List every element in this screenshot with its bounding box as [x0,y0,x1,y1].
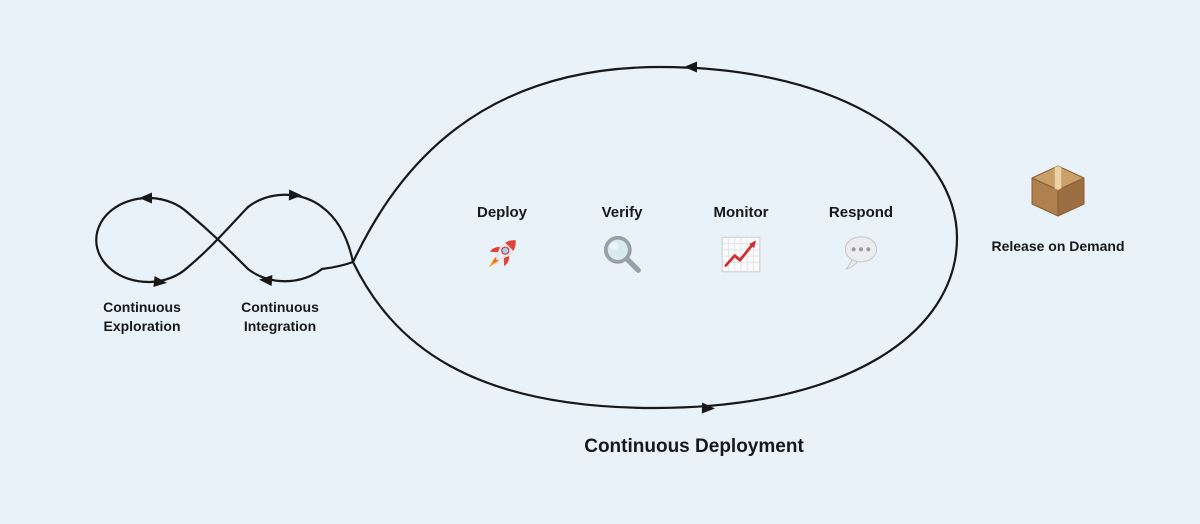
release-on-demand: Release on Demand [983,156,1133,256]
arrowhead-deployment-top [684,61,697,73]
step-respond-label: Respond [828,204,894,221]
step-monitor: Monitor [671,204,811,282]
step-verify-label: Verify [601,204,643,221]
continuous-deployment-label: Continuous Deployment [584,436,804,457]
step-monitor-label: Monitor [713,204,769,221]
rocket-icon [479,231,525,282]
arrowhead-integration-top [288,189,302,201]
release-on-demand-label: Release on Demand [991,238,1125,254]
loop-cross-link-curve-1 [185,210,250,271]
arrowhead-exploration-bottom [153,276,167,287]
chart-increasing-icon [718,231,764,282]
continuous-exploration-label: Continuous Exploration [103,299,181,334]
magnifying-glass-icon [599,231,645,282]
loop-cross-link-curve-2 [185,205,250,270]
arrowhead-exploration-top [139,192,152,204]
continuous-exploration-loop-curve [95,196,189,284]
continuous-integration-loop-top-curve [246,193,324,209]
step-verify: Verify [552,204,692,282]
speech-balloon-icon [838,231,884,282]
integration-to-deployment-link-top-curve [320,205,355,264]
arrowhead-deployment-bottom [701,402,715,414]
arrowhead-integration-bottom [259,275,273,286]
continuous-deployment-loop-curve [351,65,959,410]
step-respond: Respond [791,204,931,282]
continuous-integration-label: Continuous Integration [241,299,319,334]
step-deploy-label: Deploy [476,204,527,221]
integration-to-deployment-link-bottom-curve [320,260,355,271]
step-deploy: Deploy [432,204,572,282]
continuous-integration-loop-bottom-curve [246,267,324,283]
package-icon [1024,156,1092,229]
